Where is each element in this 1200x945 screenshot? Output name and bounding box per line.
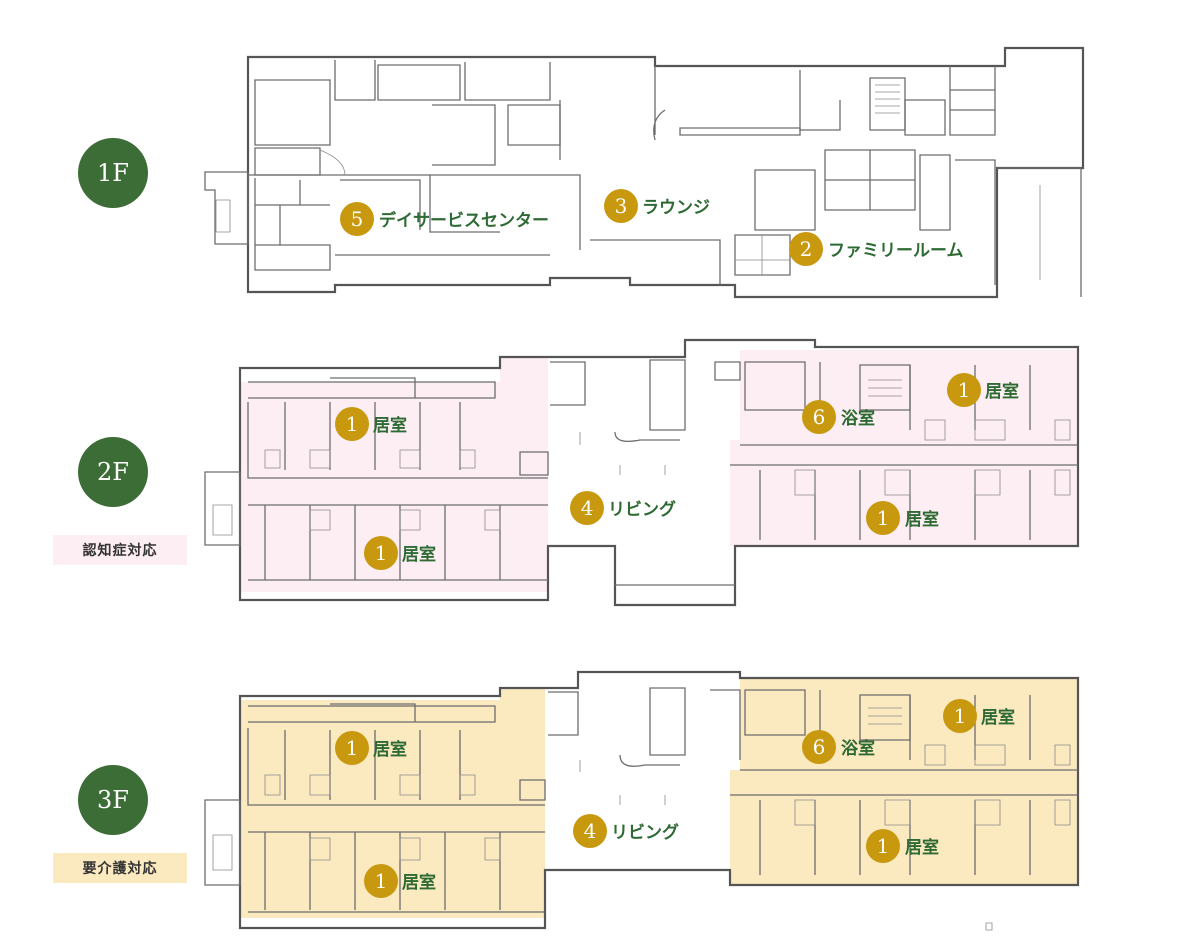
svg-text:4: 4 [584, 819, 597, 843]
floor-plan-3f [204, 670, 1080, 931]
svg-text:3: 3 [615, 194, 628, 218]
label-2f-room-c: 1 居室 [947, 373, 1019, 407]
marker-6-icon [802, 730, 836, 764]
svg-text:浴室: 浴室 [841, 738, 875, 759]
svg-text:4: 4 [581, 496, 594, 520]
label-2f-room-b: 1 居室 [364, 536, 436, 570]
floor-badge-2f: 2F [78, 437, 148, 507]
svg-text:1: 1 [954, 704, 967, 728]
floor-plan-2f [204, 338, 1080, 607]
svg-text:1: 1 [375, 541, 388, 565]
label-lounge: 3 ラウンジ [604, 189, 710, 223]
svg-text:1: 1 [346, 736, 359, 760]
marker-5-icon [340, 202, 374, 236]
label-2f-room-d: 1 居室 [866, 501, 939, 535]
marker-1-icon [943, 699, 977, 733]
svg-text:居室: 居室 [905, 837, 939, 858]
svg-text:6: 6 [813, 405, 826, 429]
marker-1-icon [364, 536, 398, 570]
marker-1-icon [866, 829, 900, 863]
svg-text:リビング: リビング [608, 499, 676, 520]
label-day-service: 5 デイサービスセンター [340, 202, 549, 236]
marker-4-icon [573, 814, 607, 848]
marker-4-icon [570, 491, 604, 525]
svg-text:浴室: 浴室 [841, 408, 875, 429]
floor-plan-1f [204, 46, 1085, 299]
label-3f-room-b: 1 居室 [364, 864, 436, 898]
label-family-room: 2 ファミリールーム [789, 232, 964, 266]
svg-text:居室: 居室 [905, 509, 939, 530]
svg-text:ラウンジ: ラウンジ [642, 198, 710, 218]
tag-dementia-care: 認知症対応 [53, 535, 187, 565]
svg-text:居室: 居室 [985, 381, 1019, 402]
svg-text:居室: 居室 [981, 707, 1015, 728]
label-3f-bath: 6 浴室 [802, 730, 875, 764]
tag-nursing-care: 要介護対応 [53, 853, 187, 883]
floor-badge-1f: 1F [78, 138, 148, 208]
label-2f-room-a: 1 居室 [335, 407, 407, 441]
label-3f-room-d: 1 居室 [866, 829, 939, 863]
svg-text:ファミリールーム: ファミリールーム [828, 241, 964, 261]
svg-text:デイサービスセンター: デイサービスセンター [379, 210, 549, 231]
svg-text:1: 1 [877, 506, 890, 530]
marker-1-icon [866, 501, 900, 535]
svg-text:居室: 居室 [373, 415, 407, 436]
marker-1-icon [335, 731, 369, 765]
label-3f-room-a: 1 居室 [335, 731, 407, 765]
svg-text:1: 1 [375, 869, 388, 893]
marker-6-icon [802, 400, 836, 434]
marker-1-icon [947, 373, 981, 407]
label-3f-room-c: 1 居室 [943, 699, 1015, 733]
marker-1-icon [364, 864, 398, 898]
svg-text:1: 1 [877, 834, 890, 858]
label-3f-living: 4 リビング [573, 814, 679, 848]
floor-badge-3f: 3F [78, 765, 148, 835]
svg-text:6: 6 [813, 735, 826, 759]
svg-text:居室: 居室 [373, 739, 407, 760]
svg-text:居室: 居室 [402, 544, 436, 565]
marker-2-icon [789, 232, 823, 266]
svg-text:リビング: リビング [611, 822, 679, 843]
svg-text:5: 5 [351, 207, 364, 231]
marker-3-icon [604, 189, 638, 223]
svg-text:2: 2 [800, 237, 813, 261]
marker-1-icon [335, 407, 369, 441]
label-2f-living: 4 リビング [570, 491, 676, 525]
svg-text:1: 1 [958, 378, 971, 402]
svg-text:居室: 居室 [402, 872, 436, 893]
svg-text:1: 1 [346, 412, 359, 436]
label-2f-bath: 6 浴室 [802, 400, 875, 434]
